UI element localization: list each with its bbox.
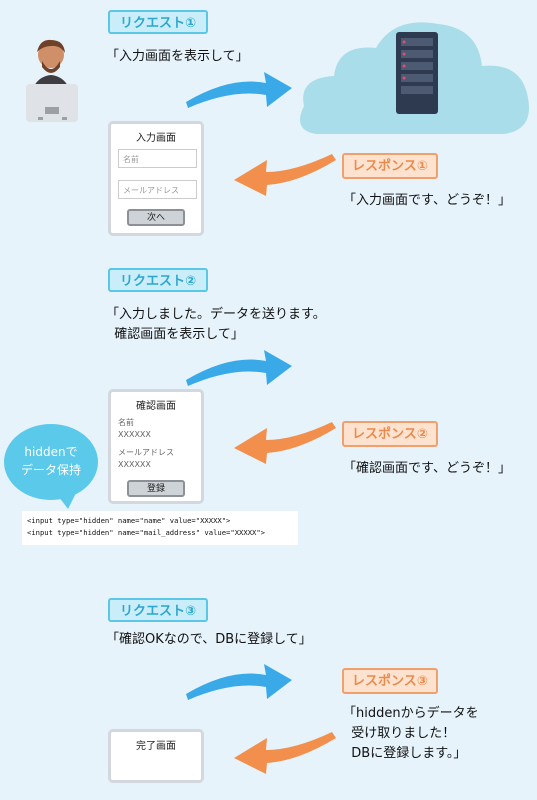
response-2-tag: レスポンス② [342, 421, 438, 447]
user-at-computer-icon [26, 39, 78, 122]
name-label: 名前 [118, 418, 134, 427]
response-1-tag: レスポンス① [342, 153, 438, 179]
name-value: XXXXXX [118, 430, 151, 439]
code-line-1: <input type="hidden" name="name" value="… [27, 516, 231, 525]
name-field[interactable]: 名前 [118, 149, 197, 168]
screen-1-title: 入力画面 [136, 133, 176, 144]
response-1-arrow-icon [234, 154, 336, 196]
hidden-inputs-code: <input type="hidden" name="name" value="… [22, 511, 298, 545]
confirm-screen: 確認画面 名前 XXXXXX メールアドレス XXXXXX 登録 [108, 389, 204, 504]
request-2-text: 「入力しました。データを送ります。 確認画面を表示して」 [106, 307, 326, 342]
request-3-tag: リクエスト③ [108, 598, 209, 622]
request-2-tag: リクエスト② [108, 268, 209, 292]
email-label: メールアドレス [118, 448, 174, 457]
input-screen: 入力画面 名前 メールアドレス 次へ [108, 121, 204, 236]
screen-3-title: 完了画面 [136, 741, 176, 752]
bubble-tail-icon [56, 493, 76, 509]
response-3-text: 「hiddenからデータを 受け取りました！ DBに登録します。」 [343, 706, 479, 761]
request-1-arrow-icon [186, 72, 292, 108]
request-1-text: 「入力画面を表示して」 [106, 49, 249, 64]
request-1-tag: リクエスト① [108, 10, 209, 34]
complete-screen: 完了画面 [108, 729, 204, 783]
response-1-text: 「入力画面です、どうぞ！」 [343, 193, 511, 208]
response-3-tag: レスポンス③ [342, 668, 438, 694]
cloud-server-icon [300, 22, 529, 134]
request-2-arrow-icon [186, 350, 292, 386]
next-button[interactable]: 次へ [127, 209, 185, 226]
response-2-text: 「確認画面です、どうぞ！」 [343, 461, 511, 476]
register-button[interactable]: 登録 [127, 480, 185, 497]
screen-2-title: 確認画面 [136, 401, 176, 412]
request-3-text: 「確認OKなので、DBに登録して」 [106, 632, 312, 647]
email-value: XXXXXX [118, 460, 151, 469]
hidden-data-bubble: hiddenで データ保持 [4, 424, 98, 500]
response-3-arrow-icon [234, 732, 336, 774]
response-2-arrow-icon [234, 422, 336, 464]
hidden-data-bubble-text: hiddenで データ保持 [20, 445, 81, 477]
request-3-arrow-icon [186, 664, 292, 700]
code-line-2: <input type="hidden" name="mail_address"… [27, 528, 265, 537]
email-field[interactable]: メールアドレス [118, 180, 197, 199]
